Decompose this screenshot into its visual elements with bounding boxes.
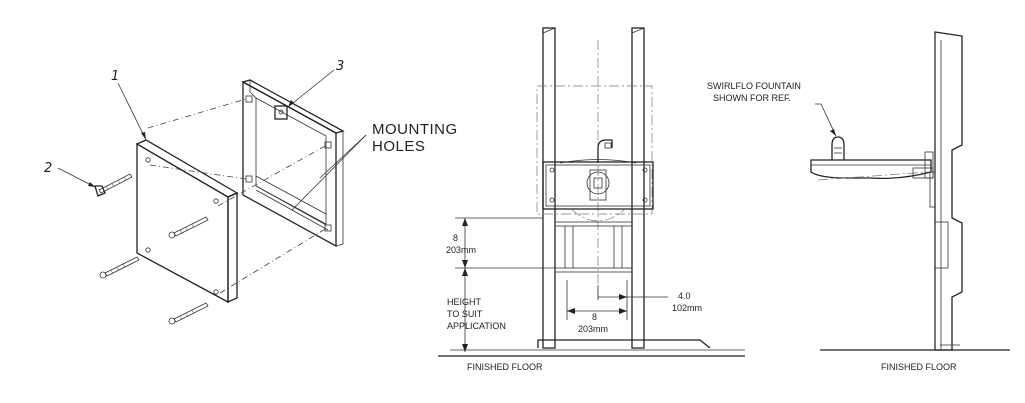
height-label: APPLICATION — [447, 321, 506, 331]
swirlflo-ref-label: SWIRLFLO FOUNTAIN — [707, 81, 801, 91]
dim-8-top: 8 — [453, 233, 458, 243]
dim-8-bottom: 8 — [592, 312, 597, 322]
bolt-icon — [99, 256, 140, 279]
callout-3: 3 — [336, 59, 344, 74]
bubbler-icon — [559, 139, 637, 164]
swirlflo-ref-label: SHOWN FOR REF. — [713, 93, 791, 103]
cover-panel — [136, 142, 229, 304]
bubbler-icon — [831, 136, 845, 160]
dim-102mm: 102mm — [672, 303, 702, 313]
height-label: TO SUIT — [447, 309, 483, 319]
dim-4-0: 4.0 — [678, 291, 691, 301]
mounting-holes-label: MOUNTING — [372, 121, 458, 138]
wall-strip — [934, 221, 949, 269]
callout-1: 1 — [111, 69, 119, 84]
mounting-frame — [241, 79, 345, 248]
bolt-icon — [168, 216, 209, 239]
finished-floor-front: FINISHED FLOOR — [467, 362, 543, 372]
side-elevation: SWIRLFLO FOUNTAIN SHOWN FOR REF. FINISHE… — [707, 31, 1010, 372]
bolt-icon — [168, 302, 209, 325]
bracket-part-3 — [274, 105, 288, 120]
wall-stud — [542, 27, 556, 349]
callout-2: 2 — [44, 161, 52, 176]
exploded-view: 1 2 3 MOUNTING HOLES — [44, 59, 458, 325]
front-elevation: 8 203mm HEIGHT TO SUIT APPLICATION 8 203… — [438, 27, 745, 372]
fountain-bowl — [810, 151, 936, 208]
dim-203mm-bottom: 203mm — [578, 324, 608, 334]
height-label: HEIGHT — [447, 297, 482, 307]
mounting-holes-label: HOLES — [372, 138, 425, 155]
finished-floor-side: FINISHED FLOOR — [881, 362, 957, 372]
wall-stud — [631, 27, 645, 349]
dim-203mm-top: 203mm — [446, 245, 476, 255]
screw-icon — [94, 173, 133, 197]
